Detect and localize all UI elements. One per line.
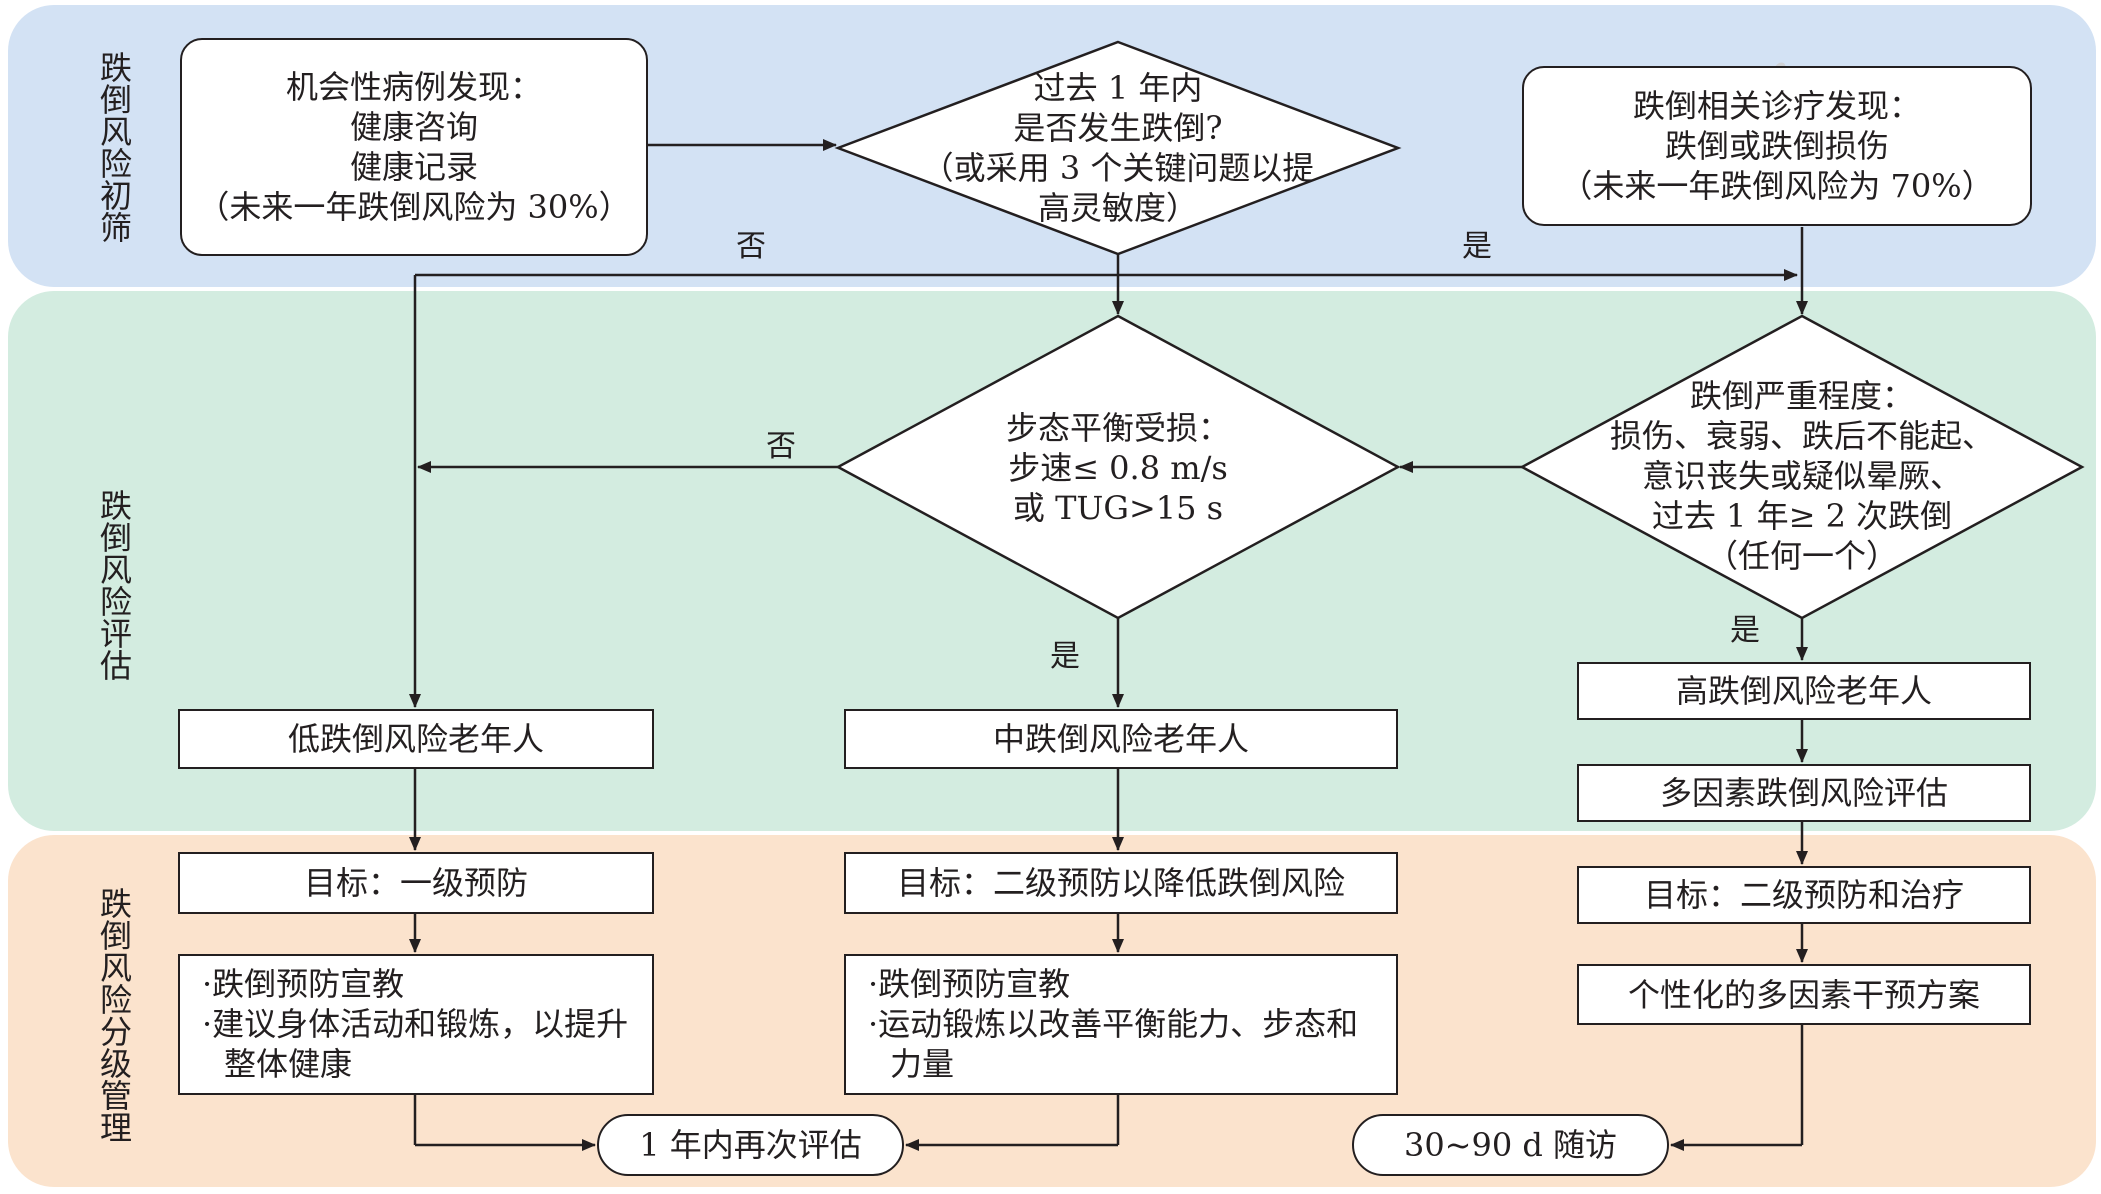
low-action-item: ·跌倒预防宣教 — [202, 965, 405, 1003]
multifactor-assessment-box: 多因素跌倒风险评估 — [1577, 764, 2031, 822]
label-gait-yes: 是 — [1050, 639, 1080, 674]
opportunistic-line2: 健康咨询 — [349, 108, 478, 146]
band-label-management: 跌倒风险分级管理 — [95, 887, 133, 1143]
mid-action-item: ·跌倒预防宣教 — [868, 965, 1071, 1003]
mid-risk-box: 中跌倒风险老年人 — [844, 709, 1398, 769]
fall-question-text: 过去 1 年内 是否发生跌倒? （或采用 3 个关键问题以提 高灵敏度） — [898, 62, 1338, 234]
band-label-assessment: 跌倒风险评估 — [95, 489, 133, 681]
high-risk-box: 高跌倒风险老年人 — [1577, 662, 2031, 720]
high-actions-box: 个性化的多因素干预方案 — [1577, 964, 2031, 1025]
label-severity-yes: 是 — [1730, 613, 1760, 648]
severity-line1: 跌倒严重程度： — [1689, 377, 1914, 415]
band-label-screening: 跌倒风险初筛 — [95, 51, 133, 243]
gait-line3: 或 TUG>15 s — [1012, 489, 1224, 527]
low-action-item: ·建议身体活动和锻炼，以提升整体健康 — [202, 1005, 629, 1083]
severity-text: 跌倒严重程度： 损伤、衰弱、跌后不能起、 意识丧失或疑似晕厥、 过去 1 年≥ … — [1572, 376, 2032, 576]
mid-action-item: ·运动锻炼以改善平衡能力、步态和力量 — [868, 1005, 1359, 1083]
followup-box: 30~90 d 随访 — [1352, 1114, 1669, 1176]
opportunistic-case-box: 机会性病例发现： 健康咨询 健康记录 （未来一年跌倒风险为 30%） — [180, 38, 648, 256]
severity-line4: 过去 1 年≥ 2 次跌倒 — [1651, 497, 1953, 535]
label-gait-no: 否 — [766, 429, 796, 464]
label-screening-yes: 是 — [1462, 229, 1492, 264]
gait-line2: 步速≤ 0.8 m/s — [1008, 449, 1228, 487]
reassess-box: 1 年内再次评估 — [597, 1114, 904, 1176]
fall-question-line4: 高灵敏度） — [1037, 189, 1198, 227]
opportunistic-line3: 健康记录 — [349, 148, 478, 186]
low-actions-box: ·跌倒预防宣教 ·建议身体活动和锻炼，以提升整体健康 — [178, 954, 654, 1095]
clinical-line1: 跌倒相关诊疗发现： — [1632, 87, 1921, 125]
severity-line3: 意识丧失或疑似晕厥、 — [1641, 457, 1962, 495]
fall-question-line3: （或采用 3 个关键问题以提 — [921, 149, 1315, 187]
severity-line5: （任何一个） — [1705, 537, 1898, 575]
opportunistic-line4: （未来一年跌倒风险为 30%） — [197, 188, 631, 226]
clinical-finding-box: 跌倒相关诊疗发现： 跌倒或跌倒损伤 （未来一年跌倒风险为 70%） — [1522, 66, 2032, 226]
label-screening-no: 否 — [736, 229, 766, 264]
low-risk-box: 低跌倒风险老年人 — [178, 709, 654, 769]
clinical-line2: 跌倒或跌倒损伤 — [1664, 127, 1889, 165]
high-goal-box: 目标：二级预防和治疗 — [1577, 866, 2031, 924]
gait-line1: 步态平衡受损： — [1005, 409, 1230, 447]
low-goal-box: 目标：一级预防 — [178, 852, 654, 914]
gait-text: 步态平衡受损： 步速≤ 0.8 m/s 或 TUG>15 s — [930, 406, 1306, 530]
clinical-line3: （未来一年跌倒风险为 70%） — [1560, 167, 1994, 205]
mid-goal-box: 目标：二级预防以降低跌倒风险 — [844, 852, 1398, 914]
fall-question-line1: 过去 1 年内 — [1033, 69, 1203, 107]
fall-question-line2: 是否发生跌倒? — [1013, 109, 1223, 147]
mid-actions-box: ·跌倒预防宣教 ·运动锻炼以改善平衡能力、步态和力量 — [844, 954, 1398, 1095]
opportunistic-line1: 机会性病例发现： — [285, 68, 542, 106]
severity-line2: 损伤、衰弱、跌后不能起、 — [1609, 417, 1994, 455]
